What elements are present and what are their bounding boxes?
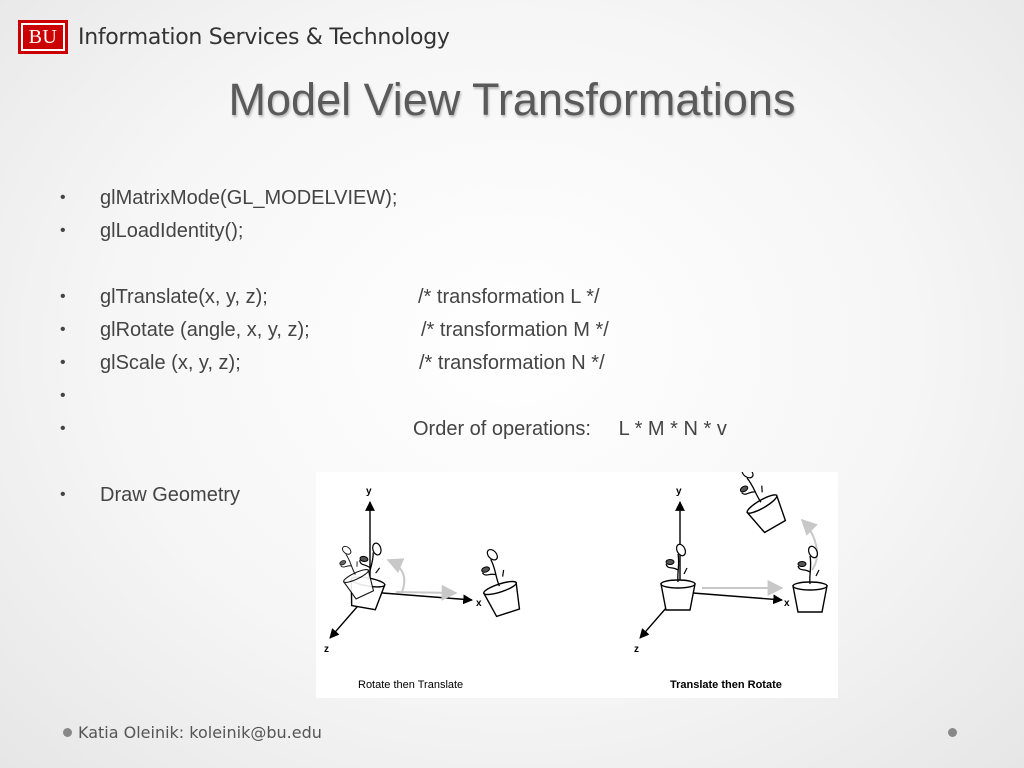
bullet-text: glTranslate(x, y, z); — [100, 286, 268, 308]
axis-y-label: y — [676, 486, 682, 497]
axis-x-label: x — [476, 598, 482, 609]
bullet-text: glMatrixMode(GL_MODELVIEW); — [100, 187, 398, 209]
bullet-text: glRotate (angle, x, y, z); — [100, 319, 310, 341]
bullet-dot: • — [60, 486, 66, 503]
bullet-dot: • — [60, 387, 66, 404]
right-diagram: y x z Translate then Rotate — [634, 459, 828, 691]
bullet-comment: Order of operations: L * M * N * v — [413, 418, 727, 440]
org-name: Information Services & Technology — [78, 24, 450, 50]
footer-right-dot — [948, 728, 957, 737]
bullet-dot: • — [60, 288, 66, 305]
bullet-comment: /* transformation M */ — [421, 319, 609, 341]
bullet-dot: • — [60, 222, 66, 239]
footer-left-dot — [63, 728, 72, 737]
axis-z-label: z — [324, 644, 329, 655]
header: BU Information Services & Technology — [18, 19, 450, 55]
transformation-figure: y x z Rotate then Translate y x z Transl… — [316, 459, 838, 698]
axis-x-label: x — [784, 598, 790, 609]
right-caption: Translate then Rotate — [670, 679, 782, 691]
bullet-dot: • — [60, 189, 66, 206]
bullet-comment: /* transformation N */ — [419, 352, 605, 374]
bullet-text: glLoadIdentity(); — [100, 220, 244, 242]
bullet-text: glScale (x, y, z); — [100, 352, 241, 374]
axis-y-label: y — [366, 486, 372, 497]
footer-author: Katia Oleinik: koleinik@bu.edu — [78, 723, 322, 742]
left-diagram: y x z Rotate then Translate — [324, 486, 525, 691]
bullet-dot: • — [60, 420, 66, 437]
bu-logo: BU — [18, 20, 68, 54]
bullet-dot: • — [60, 354, 66, 371]
slide-title: Model View Transformations — [228, 74, 796, 125]
bullet-comment: /* transformation L */ — [418, 286, 600, 308]
left-caption: Rotate then Translate — [358, 679, 463, 691]
bullet-dot: • — [60, 321, 66, 338]
axis-z-label: z — [634, 644, 639, 655]
bullet-text: Draw Geometry — [100, 484, 241, 506]
transformation-diagram: y x z Rotate then Translate y x z Transl… — [324, 459, 828, 691]
